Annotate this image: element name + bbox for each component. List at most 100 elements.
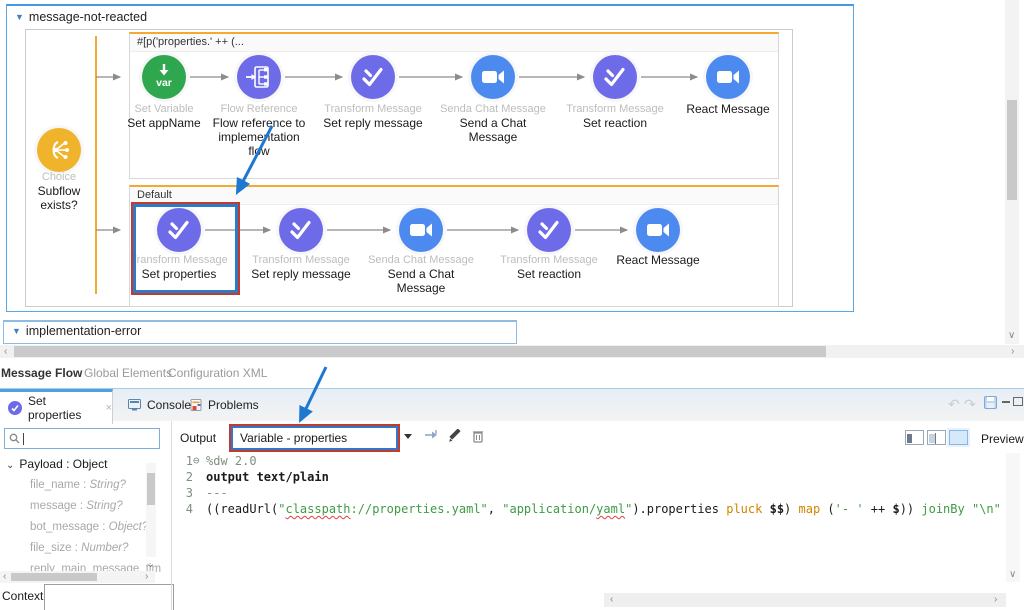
payload-field-item[interactable]: file_name : String? bbox=[30, 475, 161, 496]
context-input[interactable] bbox=[44, 584, 174, 610]
panel-divider[interactable] bbox=[171, 421, 172, 610]
view-split-icon[interactable] bbox=[927, 430, 946, 445]
tree-horizontal-scrollbar[interactable]: ‹ › bbox=[0, 571, 155, 583]
code-line[interactable]: 3--- bbox=[177, 485, 1005, 501]
video-camera-icon bbox=[471, 55, 515, 99]
tab-configuration-xml[interactable]: Configuration XML bbox=[168, 366, 267, 380]
delete-trash-icon[interactable] bbox=[472, 429, 484, 448]
transform-message-node-icon[interactable] bbox=[593, 55, 637, 99]
flow-reference-icon bbox=[237, 55, 281, 99]
payload-field-item[interactable]: file_size : Number? bbox=[30, 538, 161, 559]
text-caret bbox=[23, 433, 24, 445]
node-label[interactable]: React Message bbox=[603, 253, 713, 267]
scroll-right-arrow[interactable]: › bbox=[145, 572, 148, 582]
editor-horizontal-scrollbar[interactable]: ‹ › bbox=[604, 593, 1006, 607]
output-label: Output bbox=[180, 431, 216, 445]
canvas-vertical-scrollbar[interactable]: ∨ bbox=[1005, 0, 1019, 344]
scrollbar-thumb[interactable] bbox=[147, 473, 155, 505]
node-label[interactable]: Transform Message Set reply message bbox=[246, 253, 356, 281]
scroll-down-arrow[interactable]: ∨ bbox=[1009, 570, 1016, 580]
choice-icon bbox=[44, 135, 74, 165]
node-label[interactable]: Set Variable Set appName bbox=[109, 102, 219, 130]
context-label: Context bbox=[2, 589, 43, 603]
choice-node-label[interactable]: Choice Subflow exists? bbox=[4, 170, 114, 212]
send-chat-message-node-icon[interactable] bbox=[471, 55, 515, 99]
scrollbar-thumb[interactable] bbox=[1007, 100, 1017, 200]
maximize-icon[interactable] bbox=[1013, 397, 1023, 406]
scroll-right-arrow[interactable]: › bbox=[1011, 347, 1014, 357]
collapse-triangle-icon[interactable]: ▼ bbox=[12, 326, 21, 336]
code-line[interactable]: 4((readUrl("classpath://properties.yaml"… bbox=[177, 501, 1005, 517]
canvas-horizontal-scrollbar[interactable]: ‹ › bbox=[0, 345, 1024, 358]
close-tab-icon[interactable]: × bbox=[106, 402, 112, 414]
dataweave-code-editor[interactable]: 1⊖%dw 2.02output text/plain3---4((readUr… bbox=[177, 453, 1005, 581]
node-label[interactable]: React Message bbox=[673, 102, 783, 116]
view-input-only-icon[interactable] bbox=[905, 430, 924, 445]
react-message-node-icon[interactable] bbox=[636, 208, 680, 252]
undo-icon[interactable]: ↶ bbox=[948, 396, 960, 413]
video-camera-icon bbox=[636, 208, 680, 252]
tree-root-payload[interactable]: ⌄Payload : Object bbox=[6, 457, 107, 471]
flow-title: implementation-error bbox=[26, 324, 141, 338]
tree-scroll-down-icon[interactable]: ⌄ bbox=[146, 559, 155, 569]
react-message-node-icon[interactable] bbox=[706, 55, 750, 99]
payload-field-item[interactable]: message : String? bbox=[30, 496, 161, 517]
node-label[interactable]: Senda Chat Message Send a Chat Message bbox=[438, 102, 548, 144]
code-line[interactable]: 1⊖%dw 2.0 bbox=[177, 453, 1005, 469]
node-label[interactable]: Flow Reference Flow reference to impleme… bbox=[204, 102, 314, 158]
scrollbar-thumb[interactable] bbox=[14, 346, 826, 357]
transform-message-node-icon[interactable] bbox=[351, 55, 395, 99]
transform-tab-icon bbox=[8, 401, 22, 415]
payload-field-list: file_name : String?message : String?bot_… bbox=[30, 475, 161, 580]
video-camera-icon bbox=[706, 55, 750, 99]
tree-vertical-scrollbar[interactable] bbox=[146, 463, 156, 557]
dataweave-icon bbox=[279, 208, 323, 252]
metadata-search-input[interactable] bbox=[4, 428, 160, 449]
edit-pencil-icon[interactable] bbox=[448, 429, 462, 448]
preview-button[interactable]: Preview bbox=[981, 432, 1024, 446]
flow-reference-node-icon[interactable] bbox=[237, 55, 281, 99]
tab-global-elements[interactable]: Global Elements bbox=[84, 366, 172, 380]
scroll-left-arrow[interactable]: ‹ bbox=[3, 572, 6, 582]
node-label[interactable]: Transform Message Set reaction bbox=[494, 253, 604, 281]
output-variable-selector[interactable]: Variable - properties bbox=[231, 426, 398, 450]
svg-text:var: var bbox=[156, 77, 172, 89]
save-icon[interactable] bbox=[984, 396, 997, 414]
problems-tab-icon bbox=[190, 399, 202, 411]
choice-node-icon[interactable] bbox=[37, 128, 81, 172]
properties-panel: Set properties × Console Problems ↶ ↷ bbox=[0, 388, 1024, 610]
editor-vertical-scrollbar[interactable]: ∨ bbox=[1006, 453, 1020, 582]
selected-node-highlight bbox=[133, 204, 238, 293]
scroll-left-arrow[interactable]: ‹ bbox=[4, 347, 7, 357]
chevron-down-icon[interactable]: ⌄ bbox=[6, 460, 14, 471]
add-output-icon[interactable] bbox=[424, 429, 439, 447]
flow-container-implementation-error[interactable]: ▼ implementation-error bbox=[3, 320, 517, 344]
minimize-icon[interactable] bbox=[1002, 401, 1010, 403]
transform-message-node-icon[interactable] bbox=[279, 208, 323, 252]
transform-message-node-icon[interactable] bbox=[527, 208, 571, 252]
flow-container-message-not-reacted[interactable]: ▼message-not-reacted bbox=[6, 4, 854, 312]
node-label[interactable]: Senda Chat Message Send a Chat Message bbox=[366, 253, 476, 295]
tab-set-properties[interactable]: Set properties × bbox=[0, 389, 113, 424]
set-variable-node-icon[interactable]: var bbox=[142, 55, 186, 99]
node-label[interactable]: Transform Message Set reply message bbox=[318, 102, 428, 130]
tab-console[interactable]: Console bbox=[120, 389, 191, 421]
tab-problems[interactable]: Problems bbox=[182, 389, 259, 421]
scroll-left-arrow[interactable]: ‹ bbox=[610, 595, 613, 605]
dataweave-icon bbox=[351, 55, 395, 99]
redo-icon[interactable]: ↷ bbox=[964, 396, 976, 413]
scroll-right-arrow[interactable]: › bbox=[994, 595, 997, 605]
send-chat-message-node-icon[interactable] bbox=[399, 208, 443, 252]
scrollbar-thumb[interactable] bbox=[11, 573, 97, 581]
node-label[interactable]: Transform Message Set reaction bbox=[560, 102, 670, 130]
payload-field-item[interactable]: bot_message : Object? bbox=[30, 517, 161, 538]
dataweave-icon bbox=[593, 55, 637, 99]
tab-message-flow[interactable]: Message Flow bbox=[1, 366, 82, 380]
scroll-down-arrow[interactable]: ∨ bbox=[1008, 331, 1015, 341]
view-full-editor-icon[interactable] bbox=[949, 430, 968, 445]
dropdown-caret-icon[interactable] bbox=[404, 434, 412, 439]
code-line[interactable]: 2output text/plain bbox=[177, 469, 1005, 485]
video-camera-icon bbox=[399, 208, 443, 252]
flow-title-row[interactable]: ▼ implementation-error bbox=[12, 324, 141, 338]
